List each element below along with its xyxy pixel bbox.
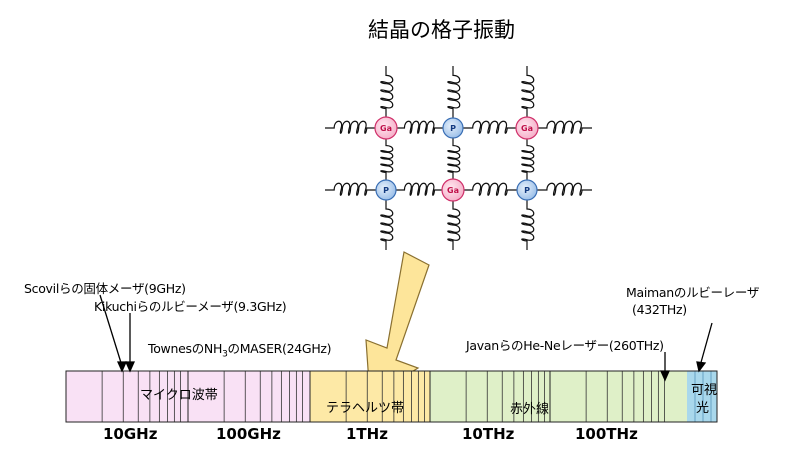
atom-label: P [524,186,530,195]
annotation-townes: TownesのNH3のMASER(24GHz) [148,338,332,360]
spring-h [325,120,376,134]
annotation-townes-sub: 3 [222,349,228,360]
band-label-visible-2: 光 [696,401,710,416]
gallium-atom [441,178,465,202]
annotation-townes-pre: TownesのNH [148,341,223,356]
spring-v [447,66,461,118]
spring-v [447,200,461,250]
annotation-kikuchi: Kikuchiらのルビーメーザ(9.3GHz) [94,299,287,314]
spring-v [521,138,535,180]
atom-label: P [383,186,389,195]
spring-h [537,120,592,134]
terahertz-band [310,371,430,422]
phosphorus-atom [516,179,538,201]
spring-v [521,200,535,250]
spring-h [537,182,592,196]
atom-label: Ga [521,124,533,133]
annotation-pointers [99,294,713,382]
spectrum-bar [65,370,718,423]
diagram-title: 結晶の格子振動 [368,18,515,42]
spectrum-outline [65,370,718,423]
phosphorus-atom [375,179,397,201]
atom-label: Ga [447,186,459,195]
band-label-visible-1: 可視 [691,383,718,398]
spring-h [463,120,517,134]
phosphorus-atom [442,117,464,139]
freq-label-100ghz: 100GHz [216,425,281,443]
freq-label-100thz: 100THz [575,425,638,443]
atom-label: Ga [380,124,392,133]
freq-label-10thz: 10THz [462,425,515,443]
spring-h [396,182,443,196]
atom-label: P [450,124,456,133]
annotation-maiman-line1: Maimanのルビーレーザ [626,285,760,300]
gallium-atom [515,116,539,140]
band-label-terahertz: テラヘルツ帯 [326,401,405,416]
freq-label-1thz: 1THz [346,425,388,443]
spring-h [325,182,376,196]
band-label-infrared: 赤外線 [510,402,550,417]
spring-v [380,200,394,250]
spring-v [447,138,461,180]
visible-band [687,371,717,422]
infrared-band [430,371,687,422]
spring-h [396,120,443,134]
spring-h [463,182,517,196]
spring-v [380,66,394,118]
annotation-maiman-line2: (432THz) [632,302,687,317]
annotation-scovil: Scovilらの固体メーザ(9GHz) [24,281,186,296]
annotation-townes-post: のMASER(24GHz) [227,341,332,356]
spring-v [521,66,535,118]
band-label-microwave: マイクロ波帯 [140,388,218,403]
gallium-atom [374,116,398,140]
freq-label-10ghz: 10GHz [103,425,158,443]
annotation-javan: JavanらのHe-Neレーザー(260THz) [466,338,664,353]
spring-v [380,138,394,180]
